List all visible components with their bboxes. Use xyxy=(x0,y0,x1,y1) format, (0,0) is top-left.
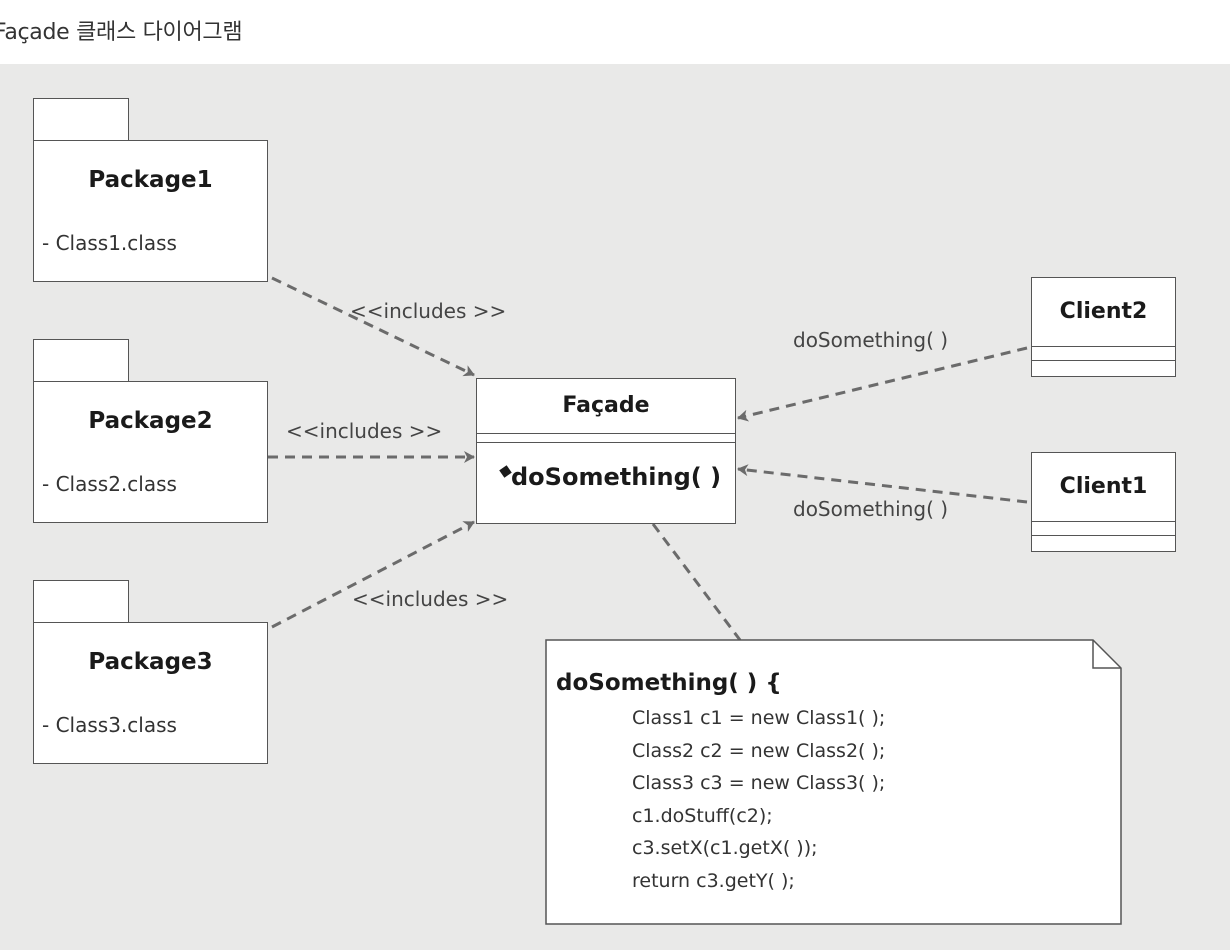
package1-name: Package1 xyxy=(88,167,213,193)
note-title: doSomething( ) { xyxy=(556,670,782,696)
client1-name: Client1 xyxy=(1059,474,1148,499)
public-method-icon xyxy=(499,465,512,478)
client2-class: Client2 xyxy=(1031,277,1176,377)
package3-box: Package3 - Class3.class xyxy=(33,622,268,764)
call-arrow-client2 xyxy=(737,346,1028,422)
note-line: c3.setX(c1.getX( )); xyxy=(632,837,818,859)
note-content: doSomething( ) { Class1 c1 = new Class1(… xyxy=(546,640,1121,924)
note-anchor-line xyxy=(651,523,742,641)
includes-arrow-package3 xyxy=(271,520,475,629)
note-folded-corner xyxy=(1092,640,1121,669)
facade-attributes-compartment xyxy=(477,433,735,442)
includes-label-package1: <<includes >> xyxy=(350,299,507,323)
client2-name: Client2 xyxy=(1059,299,1148,324)
package2-item: - Class2.class xyxy=(42,472,177,496)
facade-method: doSomething( ) xyxy=(477,442,735,515)
note-line: Class2 c2 = new Class2( ); xyxy=(632,739,886,762)
note-line: return c3.getY( ); xyxy=(632,869,795,892)
package3-name: Package3 xyxy=(88,649,213,675)
includes-label-package2: <<includes >> xyxy=(286,419,443,443)
facade-class: Façade doSomething( ) xyxy=(476,378,736,524)
package1-box: Package1 - Class1.class xyxy=(33,140,268,282)
client1-class: Client1 xyxy=(1031,452,1176,552)
facade-class-name: Façade xyxy=(562,393,650,418)
client1-methods xyxy=(1032,535,1175,549)
call-label-client1: doSomething( ) xyxy=(793,497,949,521)
package2-name: Package2 xyxy=(88,408,213,434)
note-line: c1.doStuff(c2); xyxy=(632,804,773,827)
package2-box: Package2 - Class2.class xyxy=(33,381,268,523)
note-line: Class1 c1 = new Class1( ); xyxy=(632,707,886,729)
includes-label-package3: <<includes >> xyxy=(352,587,509,611)
note-body: Class1 c1 = new Class1( ); Class2 c2 = n… xyxy=(632,702,885,897)
package3-item: - Class3.class xyxy=(42,713,177,737)
client2-attributes xyxy=(1032,346,1175,360)
call-arrow-client1 xyxy=(737,464,1028,504)
call-label-client2: doSomething( ) xyxy=(793,328,949,352)
note-shape xyxy=(545,639,1122,925)
package3-tab xyxy=(33,580,129,624)
page-title: Façade 클래스 다이어그램 xyxy=(0,20,243,45)
includes-arrow-package1 xyxy=(271,276,475,377)
note-line: Class3 c3 = new Class3( ); xyxy=(632,772,886,794)
client2-methods xyxy=(1032,360,1175,374)
facade-method-label: doSomething( ) xyxy=(511,463,722,491)
package2-tab xyxy=(33,339,129,383)
package1-item: - Class1.class xyxy=(42,231,177,255)
package1-tab xyxy=(33,98,129,142)
client1-attributes xyxy=(1032,521,1175,535)
